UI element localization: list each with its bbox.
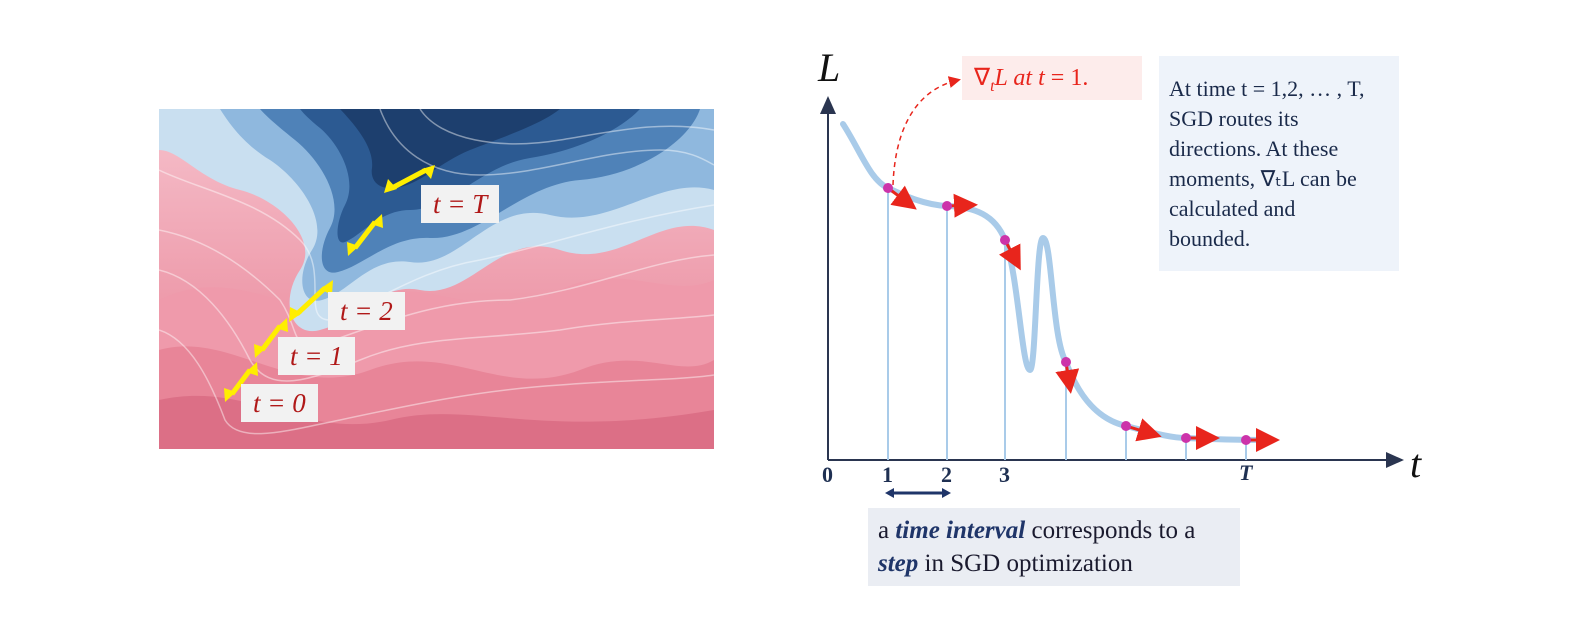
interval-line-1: a time interval corresponds to a: [878, 514, 1240, 547]
info-line-6: bounded.: [1169, 226, 1251, 251]
grad-eq: = 1.: [1044, 65, 1089, 91]
step-arrow-3: [289, 280, 333, 322]
interval-pre: a: [878, 517, 896, 544]
interval-line-2: step in SGD optimization: [878, 547, 1240, 580]
y-axis-label: L: [818, 45, 841, 90]
interval-caption: a time interval corresponds to a step in…: [868, 508, 1240, 586]
gradient-callout-arrow: [892, 76, 961, 186]
step-arrow-1: [224, 362, 258, 402]
step-label-t2: t = 2: [328, 292, 405, 330]
info-line-1: At time t = 1,2, … , T,: [1169, 76, 1365, 101]
step-label-t0: t = 0: [241, 384, 318, 422]
grad-prefix: ∇: [974, 65, 991, 91]
info-line-2: SGD routes its: [1169, 106, 1299, 131]
step-label-tT: t = T: [421, 185, 500, 223]
grad-sub: t: [990, 77, 995, 95]
interval-post: corresponds to a: [1025, 517, 1196, 544]
interval-double-arrow: [885, 488, 951, 498]
x-axis-label: t: [1410, 441, 1422, 486]
step-arrow-4: [347, 214, 383, 256]
grad-rest: L at: [994, 65, 1039, 91]
step-points: [883, 183, 1251, 445]
interval-em: time interval: [895, 517, 1026, 544]
info-line-3: directions. At these: [1169, 136, 1339, 161]
step-post: in SGD optimization: [918, 550, 1133, 577]
tick-0: 0: [822, 462, 833, 487]
info-box: At time t = 1,2, … , T, SGD routes its d…: [1159, 56, 1399, 271]
gradient-callout: ∇tL at t = 1.: [962, 56, 1142, 100]
tick-2: 2: [941, 462, 952, 487]
tick-3: 3: [999, 462, 1010, 487]
step-label-t1: t = 1: [278, 337, 355, 375]
step-arrow-2: [254, 318, 288, 358]
info-line-5: calculated and: [1169, 196, 1296, 221]
grad-t: t: [1038, 65, 1045, 91]
step-arrow-5: [384, 165, 435, 193]
info-line-4: moments, ∇ₜL can be: [1169, 166, 1357, 191]
step-arrows: [224, 165, 435, 402]
step-em: step: [878, 550, 919, 577]
tick-1: 1: [882, 462, 893, 487]
step-gridlines: [887, 188, 1247, 460]
tick-T: T: [1239, 460, 1253, 485]
